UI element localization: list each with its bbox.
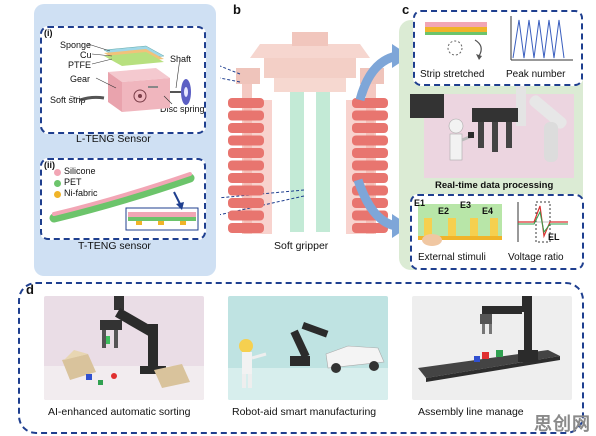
caption-strip-stretched: Strip stretched — [420, 69, 484, 80]
caption-t-teng: T-TENG sensor — [78, 240, 151, 252]
caption-voltage-ratio: Voltage ratio — [508, 252, 564, 263]
bellows-segment — [228, 198, 264, 208]
bellows-segment — [228, 173, 264, 183]
bellows-segment — [228, 148, 264, 158]
stimulus-e2: E2 — [438, 206, 449, 216]
scene-sorting — [44, 296, 204, 400]
t-teng-illustration — [40, 158, 202, 236]
stimulus-el: EL — [548, 232, 560, 242]
bellows-segment — [228, 186, 264, 196]
caption-real-time: Real-time data processing — [435, 180, 553, 191]
bellows-segment — [228, 211, 264, 221]
bellows-segment — [228, 161, 264, 171]
caption-peak-number: Peak number — [506, 69, 565, 80]
caption-scene-manufacturing: Robot-aid smart manufacturing — [232, 406, 376, 418]
caption-external-stimuli: External stimuli — [418, 252, 486, 263]
bellows-segment — [228, 223, 264, 233]
scene-assembly-line — [412, 296, 572, 400]
caption-scene-sorting: AI-enhanced automatic sorting — [48, 406, 190, 418]
stimulus-e4: E4 — [482, 206, 493, 216]
stimulus-e3: E3 — [460, 200, 471, 210]
bellows-segment — [228, 111, 264, 121]
scene-manufacturing — [228, 296, 388, 400]
panel-label-c: c — [402, 2, 409, 17]
stimulus-e1: E1 — [414, 198, 425, 208]
caption-scene-assembly: Assembly line manage — [418, 406, 524, 418]
caption-soft-gripper: Soft gripper — [274, 240, 328, 252]
real-time-scene — [410, 86, 582, 178]
strip-stretched-illustration — [413, 10, 579, 68]
watermark: 思创网 — [534, 410, 591, 436]
caption-l-teng: L-TENG Sensor — [76, 133, 151, 145]
l-teng-illustration — [40, 26, 202, 130]
bellows-segment — [228, 136, 264, 146]
bellows-segment — [228, 98, 264, 108]
bellows-segment — [228, 123, 264, 133]
